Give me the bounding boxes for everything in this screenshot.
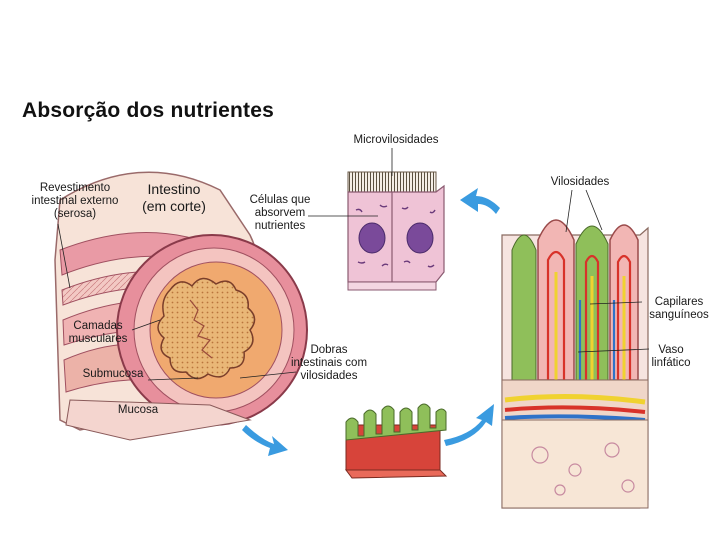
leader-lines: [57, 148, 650, 381]
lymph-vessel: [504, 393, 646, 405]
label-capilares: Capilares sanguíneos: [649, 296, 709, 321]
label-revestimento: Revestimento intestinal externo (serosa): [31, 182, 119, 220]
label-mucosa: Mucosa: [117, 404, 159, 416]
villi-block: [501, 219, 649, 509]
arrow-to-cells: [460, 188, 500, 214]
label-celulas: Células que absorvem nutrientes: [249, 194, 311, 232]
label-dobras: Dobras intestinais com vilosidades: [290, 344, 368, 382]
absorbing-cells: [347, 171, 445, 291]
blood-vessel-blue: [504, 414, 646, 422]
label-submucosa: Submucosa: [82, 368, 144, 380]
sample-villi: [345, 403, 447, 441]
fold-sample: [345, 403, 448, 479]
label-intestino: Intestino (em corte): [142, 181, 206, 214]
blue-arrows: [242, 188, 500, 456]
intestine-section: [54, 171, 308, 441]
capillaries: [546, 250, 632, 380]
blood-vessel-red: [504, 405, 646, 414]
label-camadas: Camadas musculares: [68, 320, 128, 345]
mucosa-folds: [157, 277, 256, 380]
label-vaso: Vaso linfático: [651, 344, 691, 369]
arrow-to-villi: [444, 404, 494, 446]
label-microvilosidades: Microvilosidades: [353, 134, 439, 146]
page-title: Absorção dos nutrientes: [22, 99, 274, 122]
nucleus-left: [358, 222, 386, 254]
label-vilosidades: Vilosidades: [550, 176, 610, 188]
arrow-to-sample: [242, 425, 288, 456]
nucleus-right: [406, 222, 434, 254]
